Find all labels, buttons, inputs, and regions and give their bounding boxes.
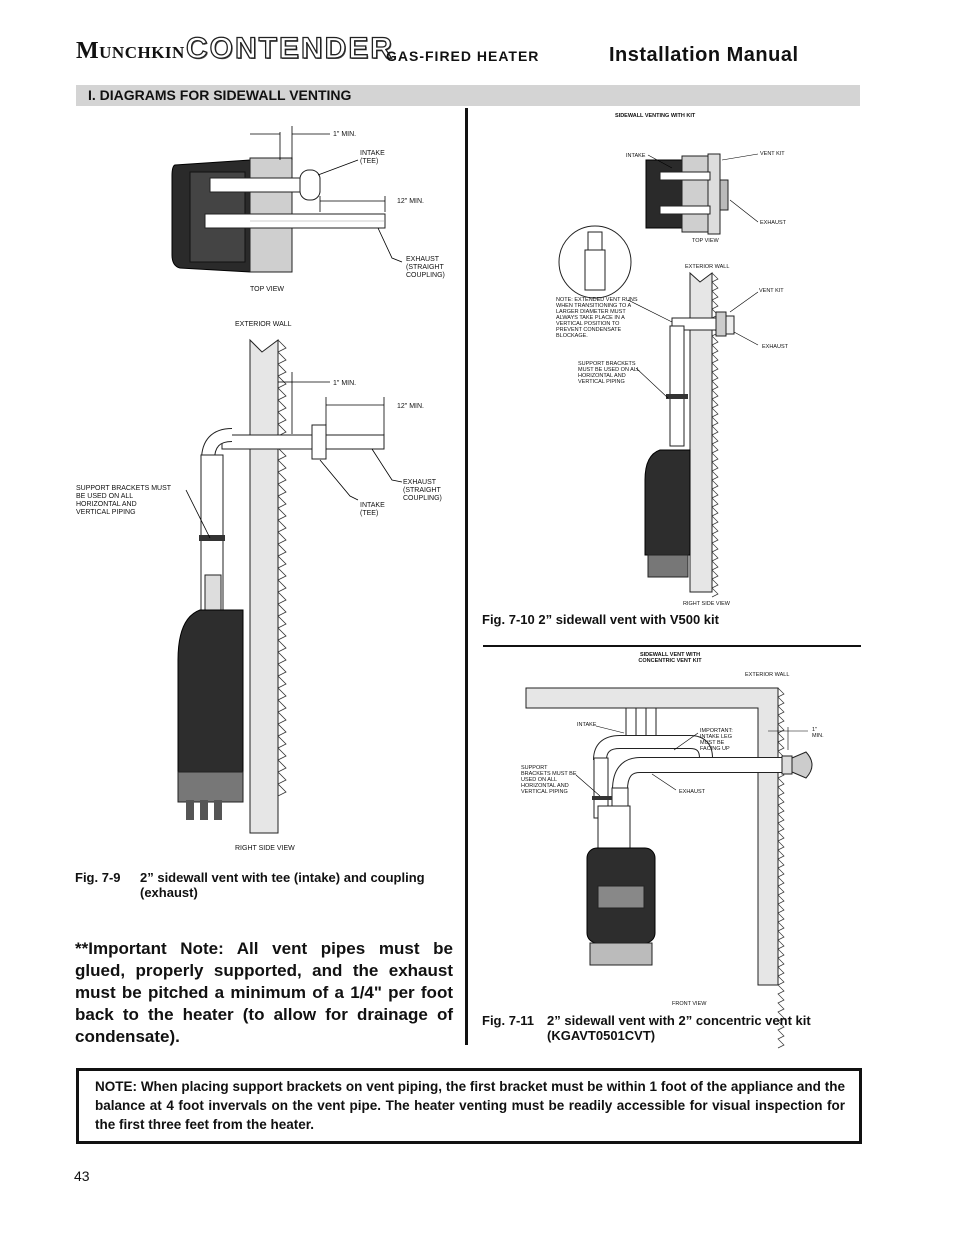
fig9-top-exhaust-label: EXHAUST (STRAIGHT COUPLING) bbox=[406, 256, 445, 279]
fig11-exhaust-label: EXHAUST bbox=[679, 789, 705, 795]
fig10-title: SIDEWALL VENTING WITH KIT bbox=[615, 113, 696, 119]
fig11-min-label: 1" MIN. bbox=[812, 727, 824, 739]
manual-title: Installation Manual bbox=[609, 44, 799, 66]
fig11-view-label: FRONT VIEW bbox=[672, 1001, 707, 1007]
contender-logo: CONTENDER bbox=[185, 31, 395, 65]
fig11-wall-label: EXTERIOR WALL bbox=[745, 672, 790, 678]
fig10-exhaust-top-label: EXHAUST bbox=[760, 220, 786, 226]
fig9-side-exhaust-label: EXHAUST (STRAIGHT COUPLING) bbox=[403, 479, 442, 502]
fig10-support-label: SUPPORT BRACKETS MUST BE USED ON ALL HOR… bbox=[578, 361, 640, 385]
fig11-caption: 2” sidewall vent with 2” concentric vent… bbox=[547, 1013, 811, 1043]
fig10-caption: Fig. 7-10 2” sidewall vent with V500 kit bbox=[482, 612, 719, 627]
section-heading: I. DIAGRAMS FOR SIDEWALL VENTING bbox=[88, 87, 352, 103]
fig11-caption-number: Fig. 7-11 bbox=[482, 1013, 535, 1028]
fig10-vent-kit-top-label: VENT KIT bbox=[760, 151, 785, 157]
figure-divider bbox=[483, 645, 861, 647]
column-divider bbox=[465, 108, 468, 1045]
fig11-intake-label: INTAKE bbox=[577, 722, 597, 728]
fig9-support-brackets-label: SUPPORT BRACKETS MUST BE USED ON ALL HOR… bbox=[76, 485, 171, 516]
page-number: 43 bbox=[74, 1168, 90, 1184]
fig9-caption-number: Fig. 7-9 bbox=[75, 870, 121, 885]
fig9-side-wall-label: EXTERIOR WALL bbox=[235, 321, 292, 328]
header-subtitle: GAS-FIRED HEATER bbox=[386, 48, 540, 64]
fig9-side-1min-label: 1" MIN. bbox=[333, 380, 357, 387]
fig9-side-view-label: RIGHT SIDE VIEW bbox=[235, 845, 295, 852]
fig11-title: SIDEWALL VENT WITH CONCENTRIC VENT KIT bbox=[638, 652, 702, 664]
fig10-exhaust-side-label: EXHAUST bbox=[762, 344, 788, 350]
fig9-side-12min-label: 12" MIN. bbox=[397, 403, 424, 410]
note-box: NOTE: When placing support brackets on v… bbox=[76, 1068, 862, 1144]
fig11-support-label: SUPPORT BRACKETS MUST BE USED ON ALL HOR… bbox=[521, 765, 577, 795]
fig10-vent-kit-side-label: VENT KIT bbox=[759, 288, 784, 294]
fig11-important-label: IMPORTANT: INTAKE LEG MUST BE FACING UP bbox=[700, 728, 733, 752]
fig9-top-1min-label: 1" MIN. bbox=[333, 131, 357, 138]
important-note: **Important Note: All vent pipes must be… bbox=[75, 939, 453, 1046]
fig10-intake-label: INTAKE bbox=[626, 153, 646, 159]
fig10-top-view-label: TOP VIEW bbox=[692, 238, 719, 244]
fig9-caption: 2” sidewall vent with tee (intake) and c… bbox=[140, 870, 425, 900]
brand-name: Munchkin bbox=[76, 38, 185, 64]
fig10-wall-label: EXTERIOR WALL bbox=[685, 264, 730, 270]
fig10-note-label: NOTE: EXTENDED VENT RUNS WHEN TRANSITION… bbox=[556, 297, 638, 339]
fig9-top-intake-label: INTAKE (TEE) bbox=[360, 150, 385, 165]
fig9-side-intake-label: INTAKE (TEE) bbox=[360, 502, 385, 517]
note-text: NOTE: When placing support brackets on v… bbox=[95, 1079, 845, 1132]
fig10-view-label: RIGHT SIDE VIEW bbox=[683, 601, 730, 607]
fig9-top-view-label: TOP VIEW bbox=[250, 286, 284, 293]
fig9-top-12min-label: 12" MIN. bbox=[397, 198, 424, 205]
section-heading-bar: I. DIAGRAMS FOR SIDEWALL VENTING bbox=[76, 85, 860, 106]
